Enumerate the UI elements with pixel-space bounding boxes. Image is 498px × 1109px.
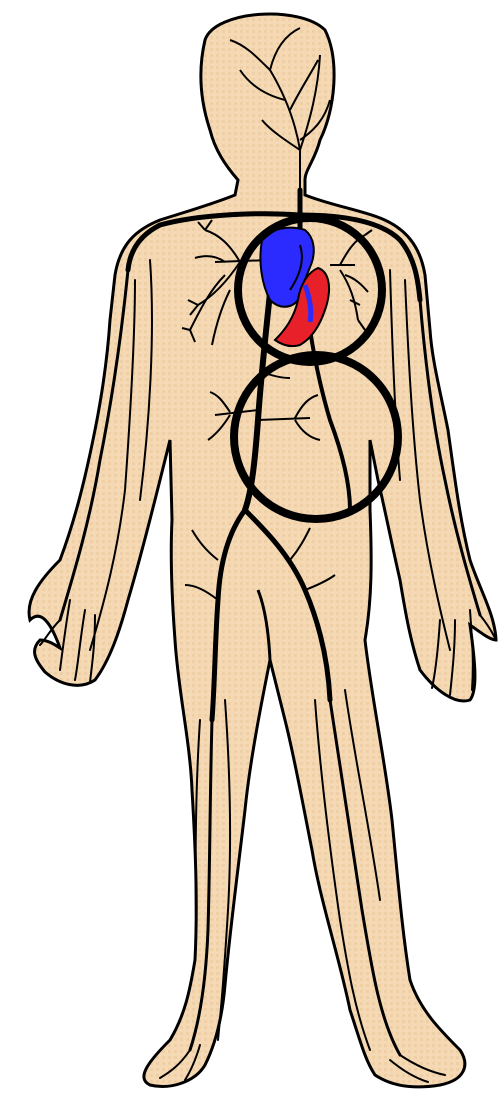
head: [29, 14, 496, 1087]
body-silhouette: [29, 14, 496, 1087]
